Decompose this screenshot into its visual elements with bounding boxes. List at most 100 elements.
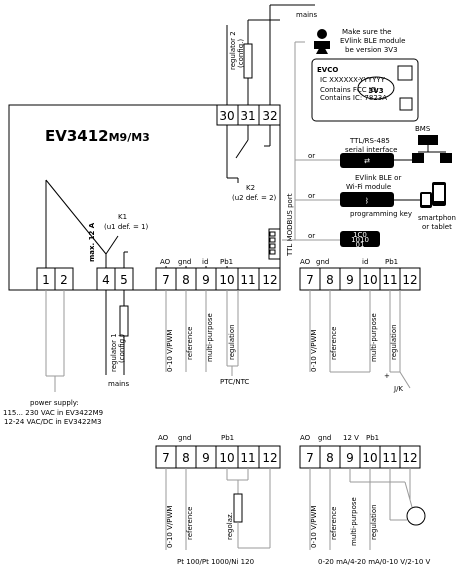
- svg-text:0-10 V/PWM: 0-10 V/PWM: [310, 330, 318, 372]
- svg-text:Pt 100/Pt 1000/Ni 120: Pt 100/Pt 1000/Ni 120: [177, 558, 254, 566]
- transducer-symbol: [406, 506, 426, 526]
- terminal-9: 9: [202, 273, 210, 287]
- terminal-7: 7: [162, 273, 170, 287]
- svg-text:gnd: gnd: [316, 258, 329, 266]
- svg-text:7: 7: [306, 273, 314, 287]
- bottom-left-wiring: 0-10 V/PWM reference regolaz. Pt 100/Pt …: [165, 468, 271, 566]
- svg-text:AO: AO: [300, 434, 311, 442]
- tablet-label: or tablet: [422, 223, 452, 231]
- terminal-30: 30: [219, 109, 234, 123]
- svg-text:multi-purpose: multi-purpose: [206, 313, 214, 362]
- max-current-label: max. 12 A: [88, 222, 96, 262]
- svg-text:regulation: regulation: [228, 324, 236, 360]
- svg-text:+: +: [384, 372, 390, 380]
- svg-text:multi-purpose: multi-purpose: [370, 313, 378, 362]
- terminal-4: 4: [102, 273, 110, 287]
- svg-text:115... 230 VAC in EV3422M9: 115... 230 VAC in EV3422M9: [3, 409, 103, 417]
- svg-text:Pb1: Pb1: [366, 434, 379, 442]
- svg-text:0-20 mA/4-20 mA/0-10 V/2-10 V: 0-20 mA/4-20 mA/0-10 V/2-10 V: [318, 558, 431, 566]
- svg-text:AO: AO: [158, 434, 169, 442]
- regulator-2-wiring: regulator 2 (config.): [226, 4, 315, 105]
- svg-text:10: 10: [362, 273, 377, 287]
- svg-text:12 V: 12 V: [343, 434, 359, 442]
- controller-housing: [8, 104, 281, 291]
- svg-text:9: 9: [346, 451, 354, 465]
- top-terminal-block: 30 31 32: [216, 104, 281, 126]
- svg-text:or: or: [308, 232, 315, 240]
- programming-key: 1C0 1010 01: [340, 231, 380, 249]
- smartphone-label: smartphon: [418, 214, 456, 222]
- svg-text:serial interface: serial interface: [345, 146, 397, 154]
- terminal-10: 10: [219, 273, 234, 287]
- svg-text:TTL/RS-485: TTL/RS-485: [349, 137, 390, 145]
- svg-text:(u2 def. = 2): (u2 def. = 2): [232, 194, 277, 202]
- svg-text:12: 12: [402, 451, 417, 465]
- bms-network-icon: [412, 135, 452, 163]
- svg-text:reference: reference: [186, 507, 194, 540]
- terminal-31: 31: [240, 109, 255, 123]
- svg-text:8: 8: [182, 451, 190, 465]
- svg-text:12: 12: [262, 451, 277, 465]
- relay-k2: K2 (u2 def. = 2): [226, 125, 277, 202]
- svg-text:be version 3V3: be version 3V3: [345, 46, 398, 54]
- svg-text:7: 7: [306, 451, 314, 465]
- terminal-2: 2: [60, 273, 68, 287]
- svg-text:11: 11: [382, 451, 397, 465]
- regulator-1-wiring: regulator 1 (config.) mains: [105, 290, 129, 388]
- svg-text:power supply:: power supply:: [30, 399, 79, 407]
- svg-text:reference: reference: [186, 327, 194, 360]
- terminal-32: 32: [262, 109, 277, 123]
- svg-text:11: 11: [382, 273, 397, 287]
- svg-text:⇄: ⇄: [364, 157, 370, 165]
- ttl-interface-device: TTL/RS-485 serial interface ⇄: [340, 137, 416, 168]
- svg-text:gnd: gnd: [318, 434, 331, 442]
- mains-top-label: mains: [296, 11, 317, 19]
- model-name: EV3412M9/M3: [45, 127, 150, 145]
- svg-text:7: 7: [162, 451, 170, 465]
- svg-text:3V3: 3V3: [368, 87, 383, 95]
- svg-text:0-10 V/PWM: 0-10 V/PWM: [166, 506, 174, 548]
- svg-text:01: 01: [356, 241, 365, 249]
- svg-text:1C0: 1C0: [353, 231, 367, 239]
- svg-text:regolaz.: regolaz.: [226, 512, 234, 540]
- svg-text:(config.): (config.): [237, 39, 245, 68]
- evlink-module: EVlink BLE or Wi-Fi module ᛒ programming…: [340, 174, 422, 218]
- svg-text:J/K: J/K: [393, 385, 403, 393]
- terminal-5: 5: [120, 273, 128, 287]
- terminal-8: 8: [182, 273, 190, 287]
- svg-text:(config.): (config.): [118, 334, 126, 363]
- svg-text:Wi-Fi module: Wi-Fi module: [346, 183, 391, 191]
- terminal-11: 11: [240, 273, 255, 287]
- svg-text:K1: K1: [118, 213, 127, 221]
- svg-text:regulator 2: regulator 2: [229, 31, 237, 70]
- header-gnd: gnd: [178, 258, 191, 266]
- svg-text:0-10 V/PWM: 0-10 V/PWM: [166, 330, 174, 372]
- svg-text:Pb1: Pb1: [385, 258, 398, 266]
- svg-text:reference: reference: [330, 507, 338, 540]
- svg-text:AO: AO: [300, 258, 311, 266]
- svg-text:regulator 1: regulator 1: [110, 333, 118, 372]
- svg-text:11: 11: [240, 451, 255, 465]
- svg-text:K2: K2: [246, 184, 255, 192]
- svg-text:gnd: gnd: [178, 434, 191, 442]
- svg-text:Pb1: Pb1: [221, 434, 234, 442]
- svg-text:1010: 1010: [351, 236, 369, 244]
- power-supply-wiring: power supply: 115... 230 VAC in EV3422M9…: [3, 290, 103, 426]
- main-analog-wiring: 0-10 V/PWM reference multi-purpose regul…: [165, 290, 249, 386]
- ttl-modbus-port: TTL MODBUS port: [268, 193, 294, 260]
- bottom-right-terminal-block: AO gnd 12 V Pb1 7 8 9 10 11 12: [299, 434, 421, 469]
- svg-text:EVlink BLE module: EVlink BLE module: [340, 37, 405, 45]
- bottom-left-terminal-block: AO gnd Pb1 7 8 9 10 11 12: [155, 434, 281, 469]
- svg-text:programming key: programming key: [350, 210, 412, 218]
- header-ao: AO: [160, 258, 171, 266]
- bottom-terminal-block: 1 2 4 5 7 8 9 10 11 12: [36, 267, 281, 291]
- right-block-wiring: 0-10 V/PWM reference multi-purpose regul…: [309, 290, 411, 393]
- bottom-right-wiring: 0-10 V/PWM reference multi-purpose regul…: [309, 468, 431, 566]
- svg-text:TTL MODBUS port: TTL MODBUS port: [286, 193, 294, 257]
- svg-text:PTC/NTC: PTC/NTC: [220, 378, 249, 386]
- svg-text:Make sure the: Make sure the: [342, 28, 392, 36]
- svg-text:12: 12: [402, 273, 417, 287]
- svg-text:8: 8: [326, 273, 334, 287]
- svg-text:Contains FCC ID:: Contains FCC ID:: [320, 86, 379, 94]
